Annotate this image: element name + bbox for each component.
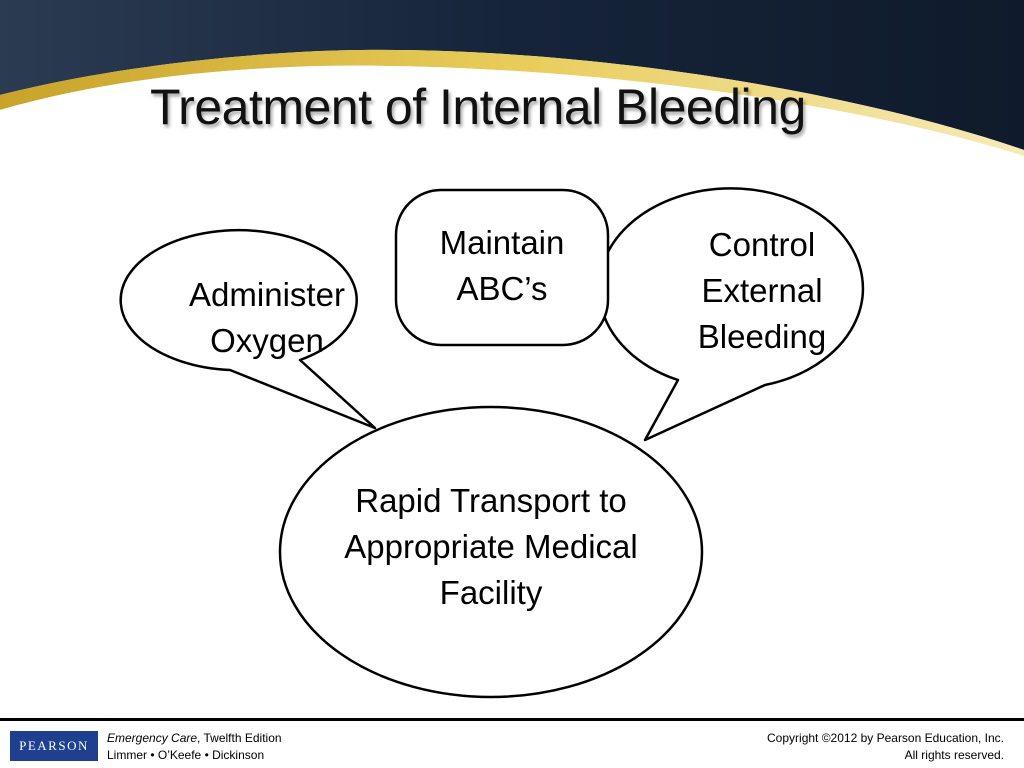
- footer-copyright: Copyright ©2012 by Pearson Education, In…: [767, 730, 1004, 764]
- control-external-bleeding-label: Control External Bleeding: [697, 226, 827, 355]
- rapid-transport-ellipse: [278, 405, 704, 699]
- book-title: Emergency Care: [107, 731, 198, 745]
- book-authors: Limmer • O’Keefe • Dickinson: [107, 748, 265, 762]
- footer-divider: [0, 718, 1024, 721]
- rights-text: All rights reserved.: [904, 748, 1004, 762]
- administer-oxygen-label: Administer Oxygen: [189, 276, 345, 359]
- maintain-abcs-box: [394, 188, 610, 347]
- maintain-abcs-label: Maintain ABC’s: [439, 224, 565, 307]
- copyright-text: Copyright ©2012 by Pearson Education, In…: [767, 731, 1004, 745]
- slide-title: Treatment of Internal Bleeding: [150, 79, 806, 135]
- header-swoosh-band: [0, 0, 1024, 160]
- rapid-transport-label: Rapid Transport to Appropriate Medical F…: [344, 482, 638, 611]
- administer-oxygen-bubble: [119, 228, 377, 430]
- book-edition: , Twelfth Edition: [197, 731, 282, 745]
- pearson-logo: PEARSON: [10, 731, 98, 761]
- footer-book-info: Emergency Care, Twelfth Edition Limmer •…: [107, 730, 282, 764]
